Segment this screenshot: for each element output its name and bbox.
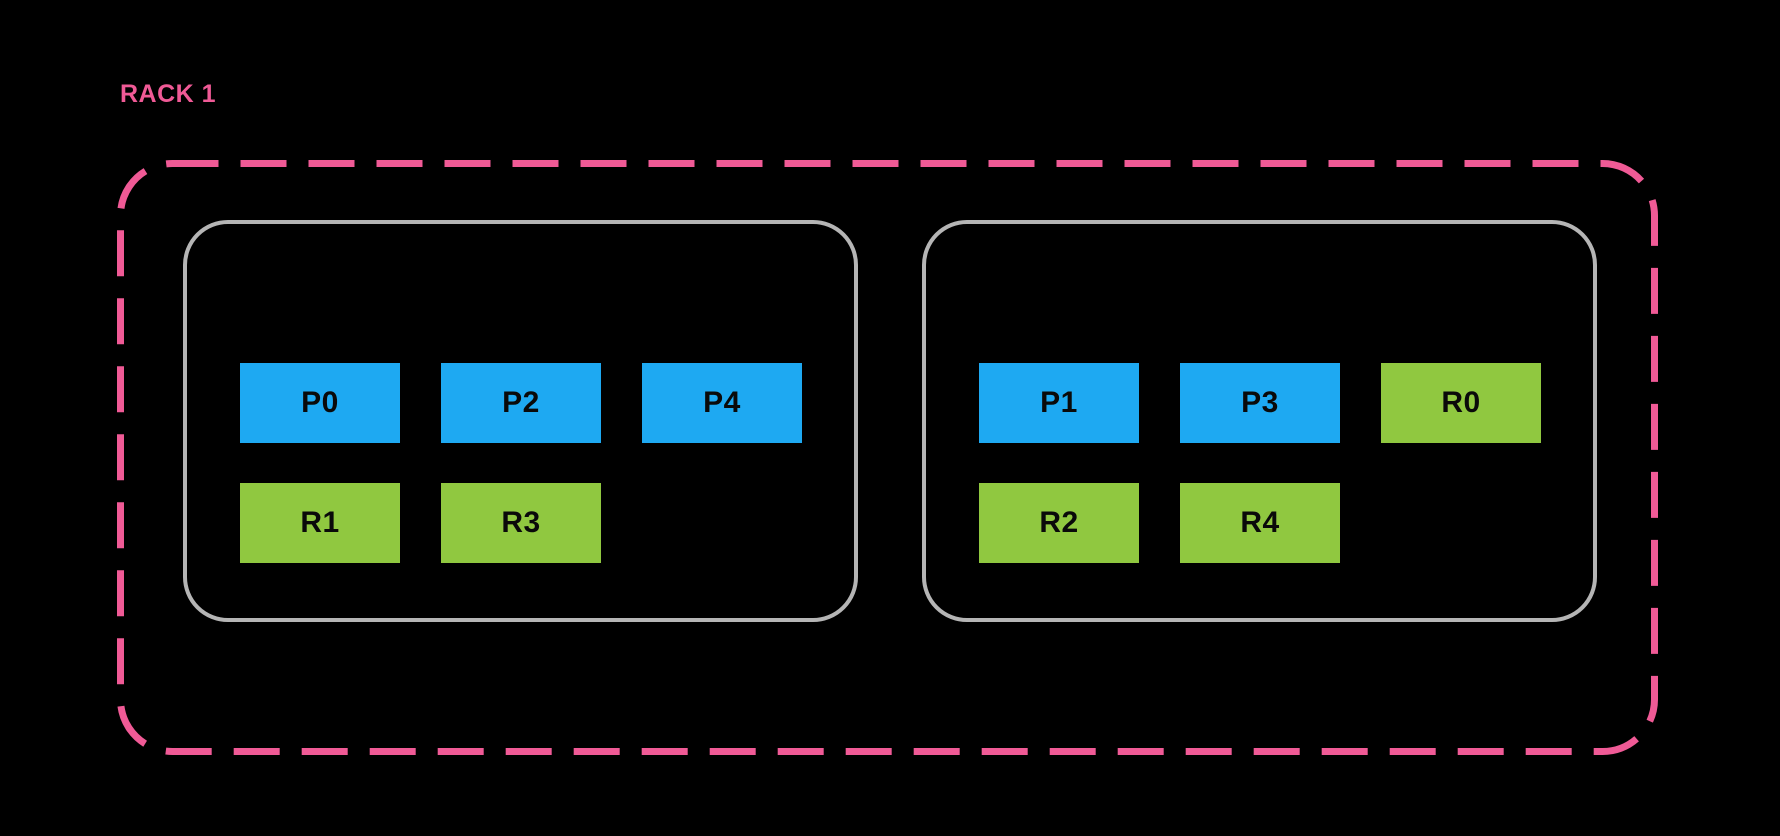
primary-shard-p1: P1 — [979, 363, 1139, 443]
replica-shard-r2: R2 — [979, 483, 1139, 563]
shard-row: R1 R3 — [240, 483, 802, 563]
primary-shard-p3: P3 — [1180, 363, 1340, 443]
shard-row: P0 P2 P4 — [240, 363, 802, 443]
replica-shard-r0: R0 — [1381, 363, 1541, 443]
primary-shard-p2: P2 — [441, 363, 601, 443]
shard-row: R2 R4 — [979, 483, 1541, 563]
primary-shard-p4: P4 — [642, 363, 802, 443]
replica-shard-r3: R3 — [441, 483, 601, 563]
replica-shard-r4: R4 — [1180, 483, 1340, 563]
rack-title: RACK 1 — [120, 80, 217, 108]
primary-shard-p0: P0 — [240, 363, 400, 443]
shard-row: P1 P3 R0 — [979, 363, 1541, 443]
replica-shard-r1: R1 — [240, 483, 400, 563]
